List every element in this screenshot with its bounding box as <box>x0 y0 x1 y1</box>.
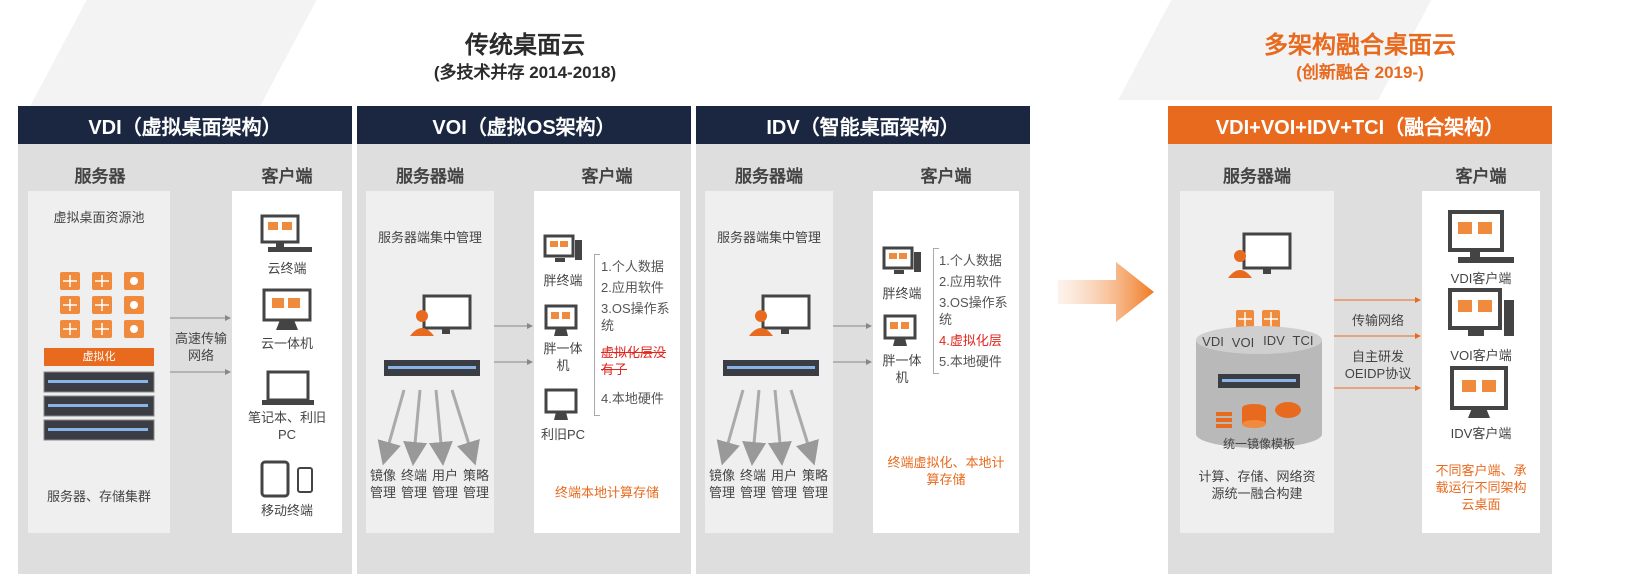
voi-client-label: 客户端 <box>581 167 633 186</box>
voi-mgmt-label: 服务器端集中管理 <box>377 230 482 245</box>
idv-layer-3: 3.OS操作系 统 <box>939 295 1008 327</box>
mobile-device-icon <box>260 460 313 498</box>
vdi-cluster-label: 服务器、存储集群 <box>46 489 151 504</box>
voi-server-rack-icon <box>384 360 480 376</box>
idv-fat-all-in-one-icon <box>883 314 917 346</box>
idv-layer-list: 1.个人数据 2.应用软件 3.OS操作系 统 4.虚拟化层 5.本地硬件 <box>939 252 1017 374</box>
fusion-os-icons <box>1236 310 1280 328</box>
voi-layer-list: 1.个人数据 2.应用软件 3.OS操作系 统 虚拟化层没 有子 4.本地硬件 <box>601 258 677 411</box>
idv-client-icon <box>1450 366 1508 418</box>
traditional-title-block: 传统桌面云 (多技术并存 2014-2018) <box>355 30 695 84</box>
voi-arrow-label-1: 镜像 管理 <box>369 468 396 500</box>
idv-note: 终端虚拟化、本地计 算存储 <box>887 455 1005 487</box>
voi-client-1: 胖终端 <box>543 273 583 288</box>
voi-layer-2: 2.应用软件 <box>601 280 664 295</box>
vdi-link-arrows <box>170 315 231 375</box>
idv-arrow-label-3: 用户 管理 <box>770 468 797 500</box>
multi-title: 多架构融合桌面云 <box>1264 32 1456 59</box>
admin-monitor-icon <box>410 294 472 336</box>
virtualization-bar: 虚拟化 <box>44 348 154 366</box>
voi-note: 终端本地计算存储 <box>554 485 659 500</box>
fusion-server-note: 计算、存储、网络资 源统一融合构建 <box>1198 469 1316 501</box>
voi-fan-arrows <box>377 389 480 466</box>
os-icons-grid <box>60 272 144 338</box>
vdi-client-label: 客户端 <box>261 167 313 186</box>
vdi-link-label: 高速传输 网络 <box>174 331 227 363</box>
voi-arrow-label-2: 终端 管理 <box>400 468 427 500</box>
fusion-client-label: 客户端 <box>1455 167 1507 186</box>
voi-client-icon <box>1448 288 1514 336</box>
fusion-link-1: 传输网络 <box>1351 313 1404 328</box>
vdi-client-3: 笔记本、利旧 PC <box>247 410 326 442</box>
fusion-template-label: 统一镜像模板 <box>1222 437 1295 451</box>
fusion-cyl-voi: VOI <box>1231 335 1255 350</box>
cloud-terminal-icon <box>260 214 312 252</box>
idv-list-bracket <box>933 248 939 374</box>
fusion-client-2: VOI客户端 <box>1450 348 1512 363</box>
fusion-admin-icon <box>1228 232 1292 278</box>
idv-layer-5: 5.本地硬件 <box>939 354 1002 369</box>
idv-mgmt-label: 服务器端集中管理 <box>716 230 821 245</box>
multi-title-block: 多架构融合桌面云 (创新融合 2019-) <box>1190 30 1530 84</box>
idv-client-1: 胖终端 <box>882 286 922 301</box>
voi-layer-red: 虚拟化层没 有子 <box>601 345 667 377</box>
all-in-one-icon <box>262 288 312 330</box>
idv-arrow-label-1: 镜像 管理 <box>708 468 735 500</box>
vdi-server-label: 服务器 <box>74 167 126 186</box>
fusion-cylinder <box>1196 326 1322 448</box>
idv-client-2: 胖一体 机 <box>882 353 922 385</box>
multi-subtitle: (创新融合 2019-) <box>1296 63 1424 82</box>
vdi-client-2: 云一体机 <box>260 336 313 351</box>
fusion-note: 不同客户端、承 载运行不同架构 云桌面 <box>1435 463 1527 512</box>
voi-client-2: 胖一体 机 <box>543 341 583 373</box>
voi-list-bracket <box>594 254 600 416</box>
traditional-title: 传统桌面云 <box>465 32 585 59</box>
fusion-link-arrows <box>1334 297 1421 391</box>
fusion-cyl-vdi: VDI <box>1202 334 1224 349</box>
fusion-cyl-idv: IDV <box>1263 333 1285 348</box>
idv-arrow-label-4: 策略 管理 <box>801 468 828 500</box>
fusion-header: VDI+VOI+IDV+TCI（融合架构） <box>1168 106 1552 144</box>
voi-client-3: 利旧PC <box>540 427 586 442</box>
fusion-client-1: VDI客户端 <box>1450 271 1512 286</box>
idv-client-label: 客户端 <box>920 167 972 186</box>
fat-terminal-icon <box>543 234 582 262</box>
vdi-client-icon <box>1448 210 1514 263</box>
vdi-pool-label: 虚拟桌面资源池 <box>53 210 145 225</box>
idv-header: IDV（智能桌面架构） <box>696 106 1030 144</box>
vdi-header: VDI（虚拟桌面架构） <box>18 106 352 144</box>
voi-header: VOI（虚拟OS架构） <box>357 106 691 144</box>
fat-all-in-one-icon <box>544 304 578 336</box>
voi-layer-4: 4.本地硬件 <box>601 391 664 406</box>
idv-fat-terminal-icon <box>882 246 921 274</box>
idv-admin-monitor-icon <box>749 294 811 336</box>
fusion-client-3: IDV客户端 <box>1450 426 1512 441</box>
vdi-client-1: 云终端 <box>267 261 307 276</box>
big-arrow-icon <box>1058 262 1154 322</box>
fusion-cyl-tci: TCI <box>1292 333 1314 348</box>
background-shape <box>22 0 328 120</box>
idv-arrow-label-2: 终端 管理 <box>739 468 766 500</box>
voi-link-arrows <box>494 323 533 365</box>
idv-server-label: 服务器端 <box>735 167 803 186</box>
idv-server-rack-icon <box>723 360 819 376</box>
voi-server-label: 服务器端 <box>396 167 464 186</box>
voi-layer-1: 1.个人数据 <box>601 259 664 274</box>
laptop-icon <box>262 370 314 405</box>
idv-link-arrows <box>833 323 872 365</box>
idv-layer-1: 1.个人数据 <box>939 253 1002 268</box>
voi-arrow-label-3: 用户 管理 <box>431 468 458 500</box>
fusion-link-2: 自主研发 OEIDP协议 <box>1344 349 1412 381</box>
idv-layer-red: 4.虚拟化层 <box>939 333 1002 348</box>
idv-fan-arrows <box>716 389 819 466</box>
fusion-server-label: 服务器端 <box>1223 167 1291 186</box>
traditional-subtitle: (多技术并存 2014-2018) <box>433 63 617 82</box>
voi-arrow-label-4: 策略 管理 <box>462 468 489 500</box>
legacy-pc-icon <box>544 388 578 420</box>
server-rack-icon <box>43 371 155 441</box>
idv-layer-2: 2.应用软件 <box>939 274 1002 289</box>
voi-layer-3: 3.OS操作系 统 <box>601 301 670 333</box>
vdi-client-4: 移动终端 <box>260 503 313 518</box>
